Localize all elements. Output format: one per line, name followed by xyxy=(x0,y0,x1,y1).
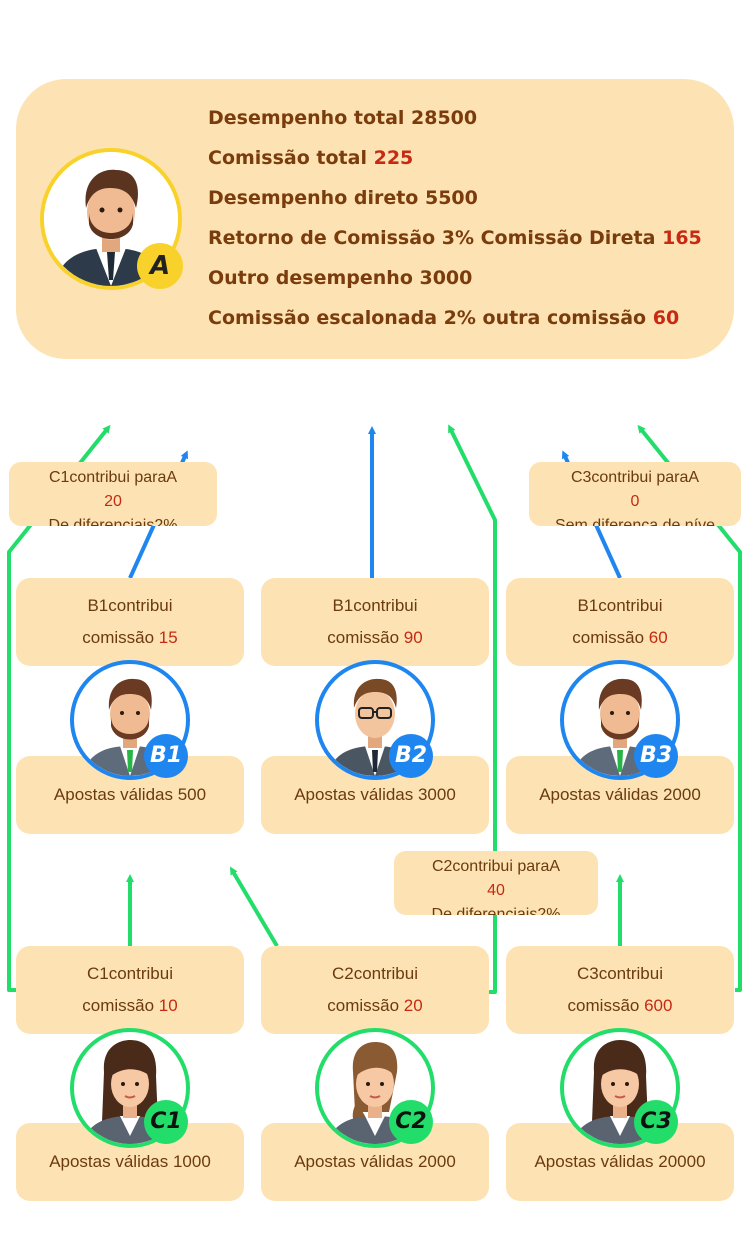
avatar-c3 xyxy=(560,1028,680,1148)
avatar-a xyxy=(40,148,182,290)
b2-commission-box: B1contribui comissão 90 xyxy=(261,578,489,666)
note-c3-contribution: C3contribui paraA 0 Sem diferença de nív… xyxy=(529,462,741,526)
summary-line: Comissão total 225 xyxy=(208,147,414,169)
b1-commission-box: B1contribui comissão 15 xyxy=(16,578,244,666)
c1-commission-box: C1contribui comissão 10 xyxy=(16,946,244,1034)
arrow-c2-to-a xyxy=(448,424,497,994)
badge-c2: C2 xyxy=(389,1100,433,1144)
avatar-b1 xyxy=(70,660,190,780)
badge-a: A xyxy=(137,243,183,289)
badge-b1: B1 xyxy=(144,734,188,778)
c2-commission-box: C2contribui comissão 20 xyxy=(261,946,489,1034)
badge-c1: C1 xyxy=(144,1100,188,1144)
summary-line: Comissão escalonada 2% outra comissão 60 xyxy=(208,307,680,329)
summary-line: Outro desempenho 3000 xyxy=(208,267,473,289)
summary-lines: Desempenho total 28500 Comissão total 22… xyxy=(208,98,702,338)
summary-line: Desempenho total 28500 xyxy=(208,107,478,129)
badge-b2: B2 xyxy=(389,734,433,778)
badge-c3: C3 xyxy=(634,1100,678,1144)
arrow-c2-to-b1 xyxy=(229,866,279,948)
note-c2-contribution: C2contribui paraA 40 De diferenciais2% xyxy=(394,851,598,915)
c3-commission-box: C3contribui comissão 600 xyxy=(506,946,734,1034)
badge-b3: B3 xyxy=(634,734,678,778)
summary-line: Retorno de Comissão 3% Comissão Direta 1… xyxy=(208,227,702,249)
note-c1-contribution: C1contribui paraA 20 De diferenciais2% xyxy=(9,462,217,526)
summary-line: Desempenho direto 5500 xyxy=(208,187,478,209)
b3-commission-box: B1contribui comissão 60 xyxy=(506,578,734,666)
